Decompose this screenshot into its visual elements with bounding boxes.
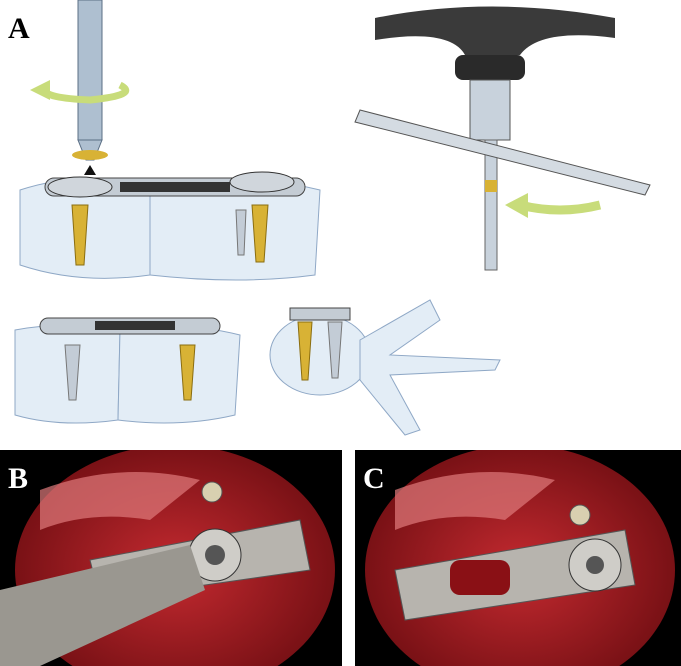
endoscopic-view-c (365, 450, 675, 666)
panel-label-b: B (8, 462, 29, 495)
endoscopic-view-b (0, 450, 335, 666)
panel-a-illustration (14, 0, 651, 436)
panel-b-endoscopic-photo: B (0, 450, 342, 666)
vertebrae-plate-drawing-bottom (14, 317, 241, 424)
axial-vertebra-drawing (269, 299, 501, 436)
panel-label-a: A (8, 12, 30, 45)
t-handle-wrench-drawing (354, 6, 651, 271)
vertebrae-plate-drawing-top (19, 171, 321, 281)
panel-label-c: C (363, 462, 385, 495)
panel-c-endoscopic-photo: C (355, 450, 681, 666)
screwdriver-drawing (30, 0, 130, 175)
